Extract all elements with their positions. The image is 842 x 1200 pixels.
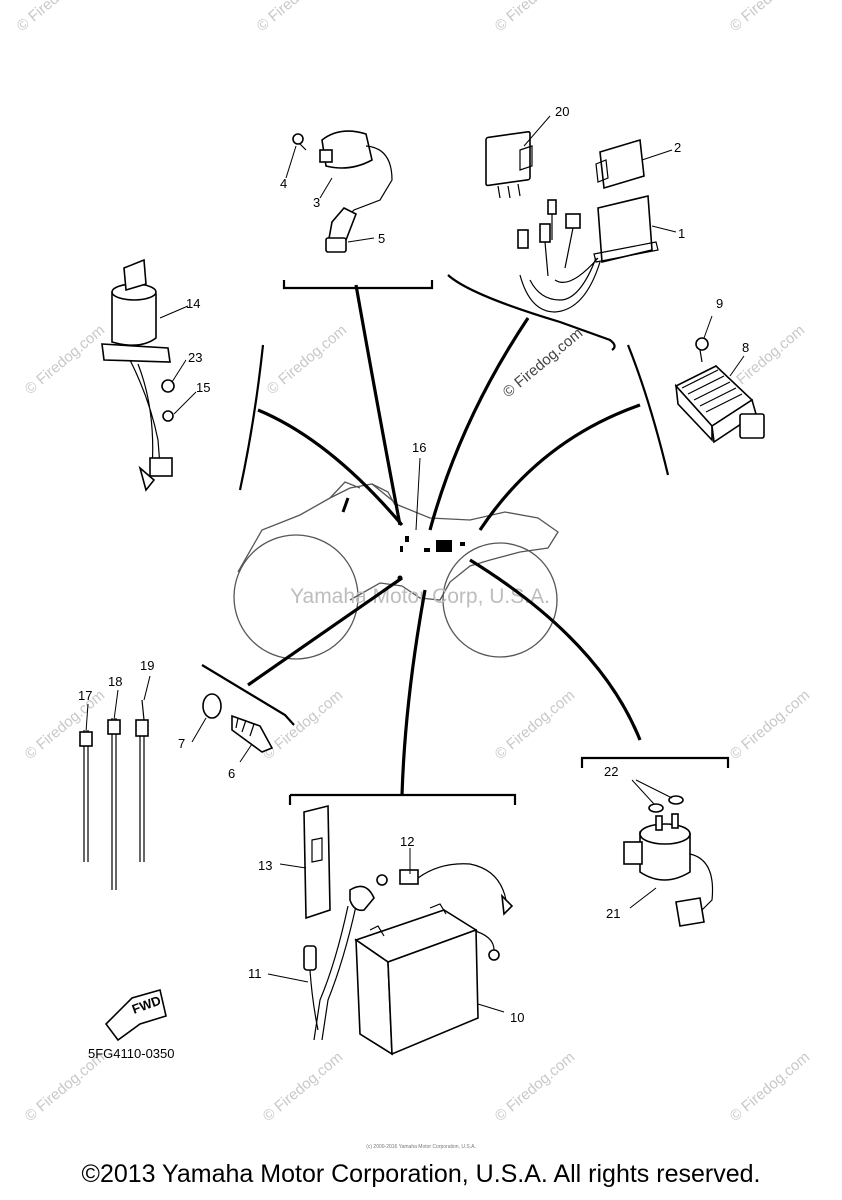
group-brackets bbox=[201, 274, 730, 805]
part-battery-band bbox=[303, 804, 331, 920]
part-cdi-unit bbox=[517, 195, 659, 313]
part-coupler bbox=[595, 138, 645, 190]
callout-labels: 20 2 1 4 3 5 14 23 15 9 8 16 17 18 19 7 … bbox=[78, 104, 749, 1025]
callout-1: 1 bbox=[678, 226, 685, 241]
part-main-switch bbox=[101, 258, 175, 492]
callout-3: 3 bbox=[313, 195, 320, 210]
callout-20: 20 bbox=[555, 104, 569, 119]
callout-8: 8 bbox=[742, 340, 749, 355]
part-battery bbox=[354, 903, 479, 1056]
location-markers bbox=[341, 497, 465, 581]
callout-11: 11 bbox=[248, 966, 262, 981]
watermark: © Firedog.com bbox=[727, 1049, 813, 1125]
watermark: © Firedog.com bbox=[22, 687, 108, 763]
callout-22: 22 bbox=[604, 764, 618, 779]
part-battery-leads bbox=[303, 863, 514, 1041]
watermark: © Firedog.com bbox=[492, 1049, 578, 1125]
part-relay bbox=[485, 130, 533, 199]
watermark-dark: © Firedog.com bbox=[500, 325, 586, 401]
callout-9: 9 bbox=[716, 296, 723, 311]
callout-6: 6 bbox=[228, 766, 235, 781]
watermark: © Firedog.com bbox=[260, 1049, 346, 1125]
callout-10: 10 bbox=[510, 1010, 524, 1025]
callout-7: 7 bbox=[178, 736, 185, 751]
watermark: © Firedog.com bbox=[727, 687, 813, 763]
watermark: © Firedog.com bbox=[22, 322, 108, 398]
watermark: © Firedog.com bbox=[260, 687, 346, 763]
callout-13: 13 bbox=[258, 858, 272, 873]
part-neutral-switch bbox=[202, 693, 274, 753]
callout-16: 16 bbox=[412, 440, 426, 455]
watermark: © Firedog.com bbox=[492, 687, 578, 763]
center-watermark: Yamaha Motor Corp, U.S.A. bbox=[290, 585, 550, 608]
callout-4: 4 bbox=[280, 176, 287, 191]
copyright-footer: ©2013 Yamaha Motor Corporation, U.S.A. A… bbox=[81, 1160, 761, 1188]
watermark: © Firedog.com bbox=[254, 0, 340, 35]
fwd-arrow-icon: FWD bbox=[104, 988, 167, 1042]
group-connector-lines bbox=[247, 284, 642, 796]
watermark: © Firedog.com bbox=[14, 0, 100, 35]
callout-14: 14 bbox=[186, 296, 200, 311]
callout-17: 17 bbox=[78, 688, 92, 703]
callout-12: 12 bbox=[400, 834, 414, 849]
watermark: © Firedog.com bbox=[492, 0, 578, 35]
part-ignition-coil bbox=[292, 130, 393, 253]
callout-5: 5 bbox=[378, 231, 385, 246]
motorcycle-silhouette bbox=[233, 481, 559, 660]
callout-18: 18 bbox=[108, 674, 122, 689]
callout-23: 23 bbox=[188, 350, 202, 365]
diagram-code: 5FG4110-0350 bbox=[88, 1046, 175, 1061]
part-cable-ties bbox=[79, 699, 149, 890]
leader-lines bbox=[85, 115, 745, 1013]
part-rectifier bbox=[674, 337, 765, 444]
watermark: © Firedog.com bbox=[264, 322, 350, 398]
callout-19: 19 bbox=[140, 658, 154, 673]
callout-21: 21 bbox=[606, 906, 620, 921]
fine-print: (c) 2000-2016 Yamaha Motor Corporation, … bbox=[366, 1144, 476, 1150]
callout-2: 2 bbox=[674, 140, 681, 155]
part-starter-relay bbox=[623, 795, 714, 927]
watermark: © Firedog.com bbox=[727, 0, 813, 35]
callout-15: 15 bbox=[196, 380, 210, 395]
